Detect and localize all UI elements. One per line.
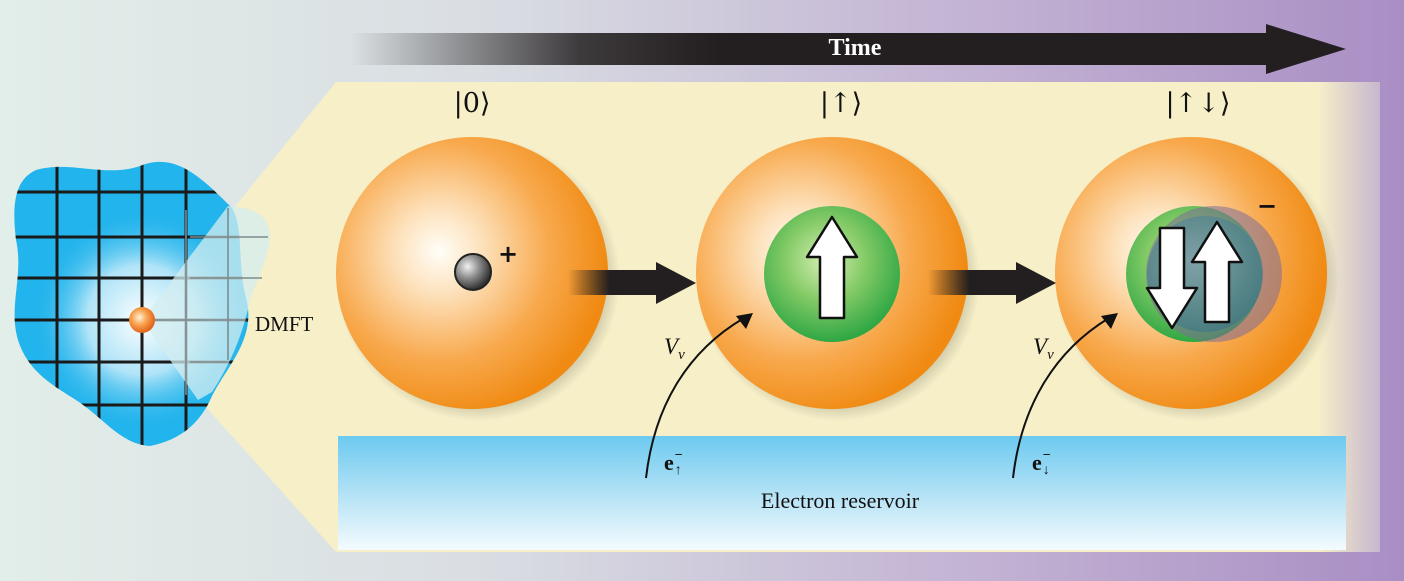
lattice [14, 161, 270, 447]
atom-empty [336, 137, 620, 421]
hybridization-label-2: Vν [1033, 334, 1054, 363]
dmft-label: DMFT [255, 312, 314, 336]
positive-charge: + [498, 240, 519, 268]
electron-reservoir [338, 436, 1346, 550]
impurity-site-dot [129, 307, 155, 333]
ket-spin-up: |↑⟩ [819, 88, 863, 119]
hybridization-arrow-2 [1012, 313, 1118, 479]
hybridization-arrow-1 [645, 313, 753, 479]
ion-core [454, 253, 492, 291]
time-label: Time [828, 35, 882, 61]
time-arrow [350, 24, 1346, 74]
spin-up-arrow [1190, 220, 1244, 324]
spin-up-arrow [805, 215, 859, 320]
electron-spin-up-label: e−↑ [664, 448, 683, 478]
atom-singly-occupied [696, 137, 980, 421]
transition-arrow-2 [928, 262, 1056, 304]
ket-doubly-occupied: |↑↓⟩ [1165, 88, 1231, 119]
lattice-embedding-fan [142, 206, 270, 400]
hybridization-label-1: Vν [664, 334, 685, 363]
negative-charge: − [1257, 192, 1278, 220]
atom-doubly-occupied [1055, 137, 1339, 421]
transition-arrow-1 [568, 262, 696, 304]
ket-empty: |0⟩ [453, 88, 491, 119]
spin-down-arrow [1145, 226, 1199, 330]
electron-spin-down-label: e−↓ [1032, 448, 1051, 478]
electron-reservoir-label: Electron reservoir [760, 488, 920, 513]
projection-wedge [195, 82, 336, 552]
